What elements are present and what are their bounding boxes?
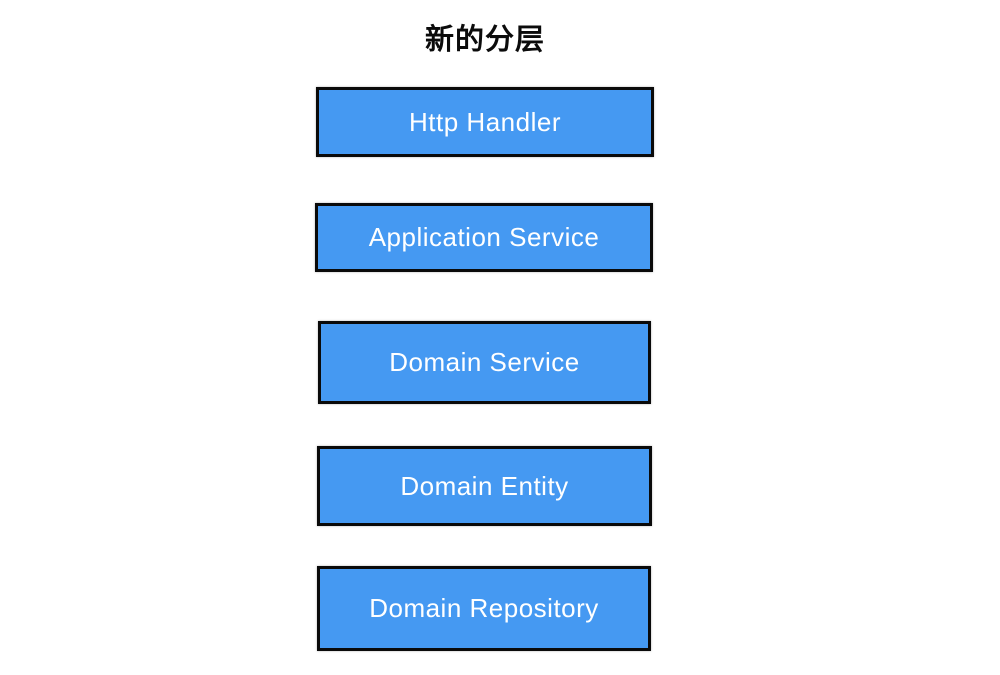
layer-box-domain-entity: Domain Entity: [317, 446, 652, 526]
layer-diagram: 新的分层 Http Handler Application Service Do…: [315, 0, 655, 675]
layer-label: Application Service: [368, 222, 600, 252]
layer-label: Domain Service: [389, 347, 580, 377]
layer-label: Http Handler: [409, 106, 561, 137]
layer-label: Domain Repository: [369, 593, 599, 623]
diagram-title: 新的分层: [424, 24, 545, 56]
layer-box-application-service: Application Service: [315, 203, 653, 272]
layer-box-http-handler: Http Handler: [316, 87, 654, 157]
layer-label: Domain Entity: [400, 470, 569, 501]
layer-box-domain-repository: Domain Repository: [317, 566, 651, 651]
layer-box-domain-service: Domain Service: [318, 321, 651, 404]
